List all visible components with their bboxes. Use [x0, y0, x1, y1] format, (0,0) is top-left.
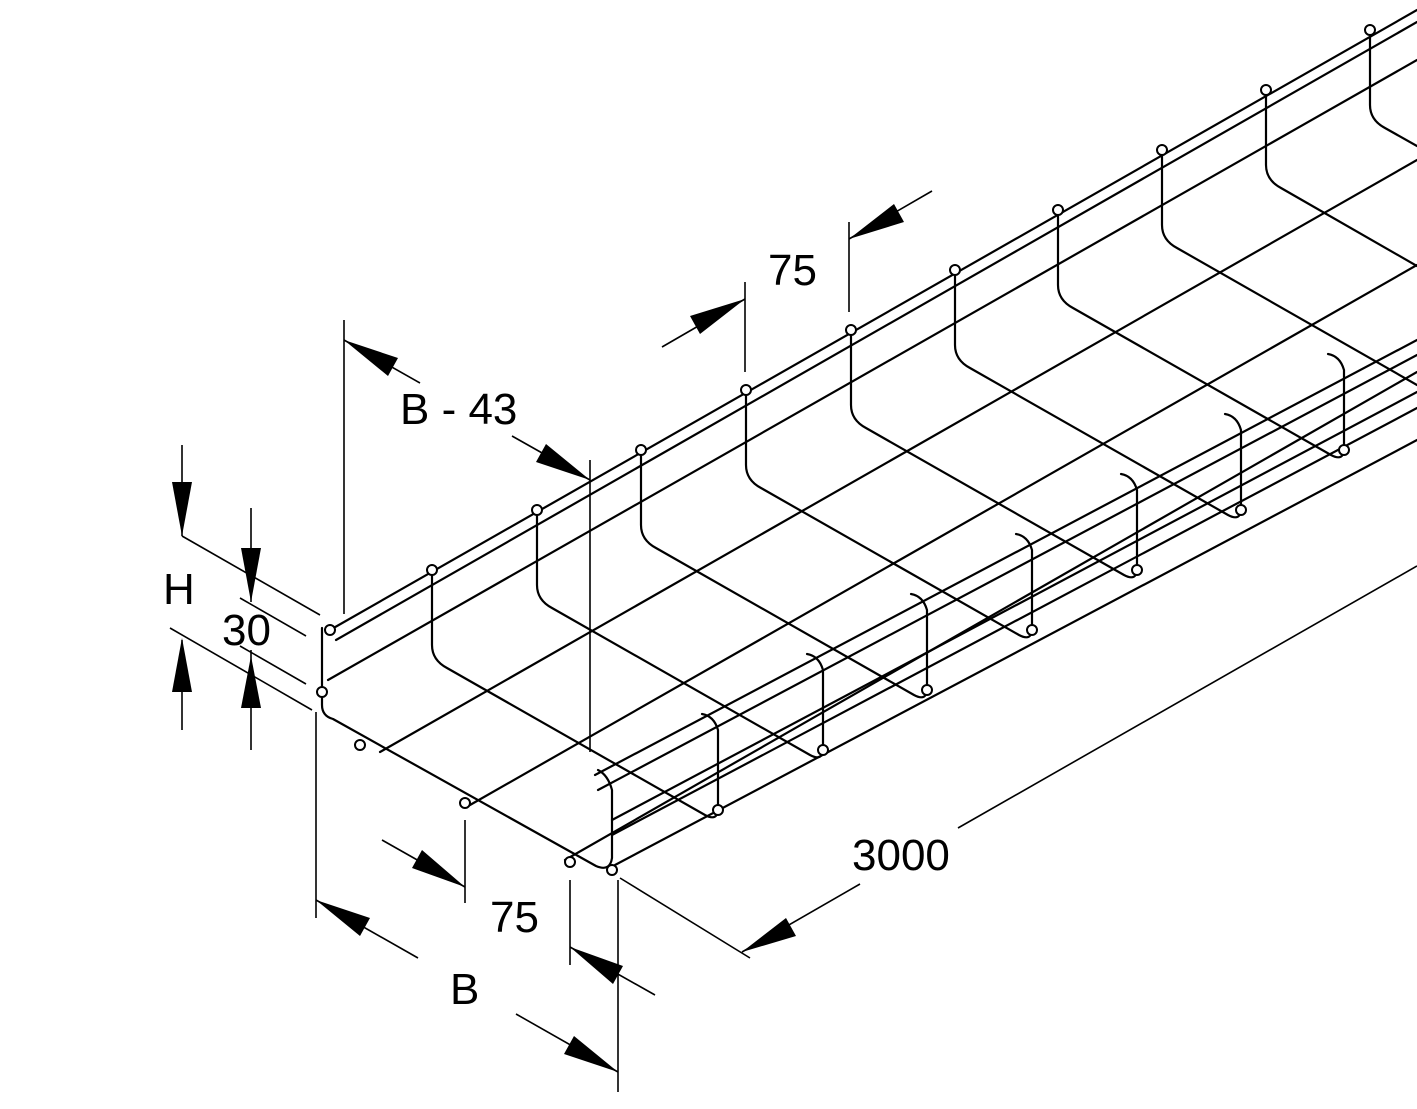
bottom-pitch-label: 75	[490, 893, 539, 942]
bottom-wire-1	[378, 158, 1417, 754]
width-label: B	[450, 965, 479, 1014]
cross-wire	[849, 328, 1139, 579]
weld-knot	[1235, 504, 1247, 516]
cross-wire	[1056, 208, 1346, 459]
arrow-down-icon	[241, 548, 261, 602]
weld-knot	[531, 504, 543, 516]
weld-knot	[426, 564, 438, 576]
height-label: H	[163, 565, 195, 614]
weld-knot	[1026, 624, 1038, 636]
cross-wire	[430, 568, 720, 819]
right-bottom-rail	[613, 438, 1417, 867]
weld-knot	[1260, 84, 1272, 96]
arrow-up-icon	[241, 656, 261, 708]
weld-knot	[921, 684, 933, 696]
width-dimension: B	[315, 712, 619, 1092]
cable-tray	[316, 8, 1417, 876]
weld-knot	[740, 384, 752, 396]
arrow-icon	[564, 1036, 618, 1072]
weld-knot	[817, 744, 829, 756]
weld-knot	[845, 324, 857, 336]
weld-points	[316, 24, 1376, 876]
arrow-icon	[536, 444, 590, 480]
right-mid-rail	[610, 390, 1417, 822]
top-pitch-label: 75	[768, 246, 817, 295]
cross-wire	[744, 388, 1034, 639]
front-end-profile	[320, 626, 614, 869]
weld-knot	[1338, 444, 1350, 456]
cross-wire	[953, 268, 1243, 519]
dimensions: H 30 B - 43	[163, 190, 1417, 1092]
extension-line	[619, 877, 751, 959]
weld-knot	[316, 686, 328, 698]
inner-width-label: B - 43	[400, 385, 517, 434]
extension-line	[239, 597, 307, 637]
arrow-icon	[344, 340, 398, 376]
extension-line	[169, 627, 313, 711]
weld-knot	[459, 797, 471, 809]
inner-width-dimension: B - 43	[343, 320, 591, 752]
dimension-line	[957, 565, 1417, 829]
weld-knot	[635, 444, 647, 456]
bottom-wire-2	[468, 263, 1417, 807]
weld-knot	[354, 739, 366, 751]
length-label: 3000	[852, 831, 950, 880]
transverse-wires	[430, 28, 1417, 819]
right-top-rail	[593, 338, 1417, 777]
weld-knot	[1364, 24, 1376, 36]
weld-knot	[1131, 564, 1143, 576]
longitudinal-wires	[326, 8, 1417, 867]
side-spacing-dimension: 30	[222, 508, 307, 750]
left-mid-rail	[326, 58, 1417, 682]
top-pitch-dimension: 75	[661, 190, 933, 372]
weld-knot	[606, 864, 618, 876]
weld-knot	[564, 856, 576, 868]
cross-wire	[535, 508, 825, 759]
weld-knot	[1156, 144, 1168, 156]
cross-wire	[639, 448, 929, 699]
bottom-pitch-dimension: 75	[381, 820, 656, 996]
right-top-rail-inner	[596, 353, 1417, 792]
height-dimension: H	[163, 445, 321, 730]
weld-knot	[712, 804, 724, 816]
cross-wire	[1264, 88, 1417, 268]
arrow-icon	[742, 918, 796, 952]
arrow-icon	[412, 850, 465, 887]
left-top-rail	[328, 8, 1417, 632]
weld-knot	[1052, 204, 1064, 216]
arrow-icon	[690, 299, 745, 334]
cross-wire	[1160, 148, 1417, 387]
length-dimension: 3000	[619, 565, 1417, 959]
right-low-rail	[610, 406, 1417, 837]
cross-wire	[1368, 28, 1417, 148]
side-spacing-label: 30	[222, 606, 271, 655]
arrow-icon	[849, 204, 904, 239]
left-top-rail-inner	[334, 20, 1417, 642]
arrow-icon	[570, 947, 623, 984]
arrow-up-icon	[172, 638, 192, 692]
weld-knot	[949, 264, 961, 276]
bottom-wire-3	[563, 370, 1417, 862]
weld-knot	[324, 624, 336, 636]
arrow-icon	[316, 900, 370, 936]
arrow-down-icon	[172, 482, 192, 536]
